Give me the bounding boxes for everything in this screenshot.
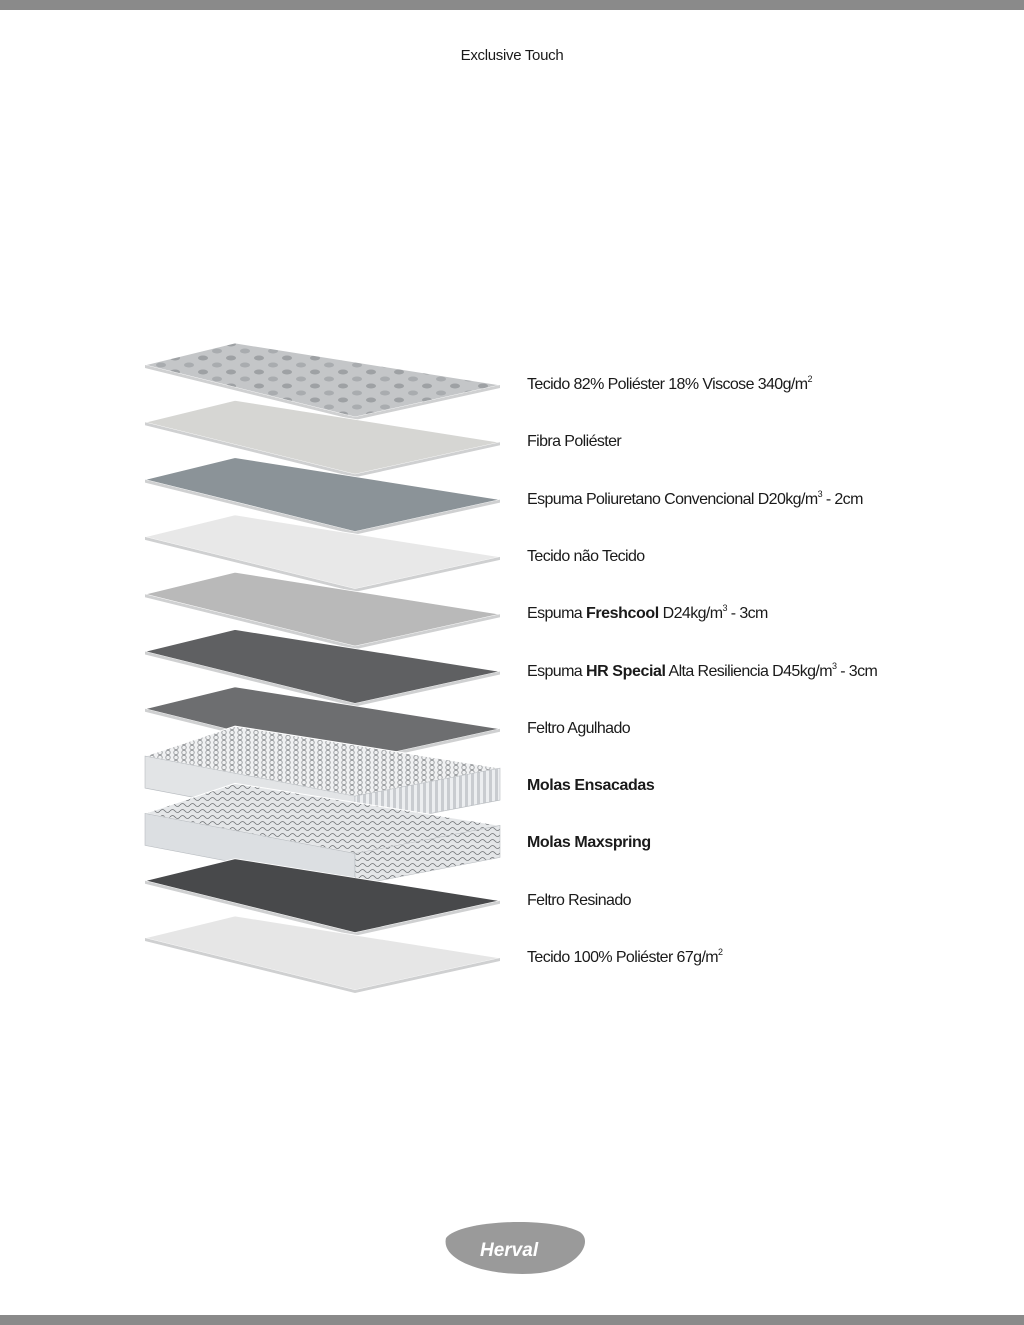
layer-label-post: - 3cm bbox=[726, 605, 769, 623]
layer-label-sup: 2 bbox=[807, 374, 812, 384]
layer-label-sup: 3 bbox=[722, 603, 728, 614]
bottom-frame-bar bbox=[0, 1315, 1024, 1325]
mattress-layers-illustration bbox=[143, 342, 501, 993]
layer-graphic-felt-sheet-10 bbox=[144, 858, 501, 936]
layer-label-11: Tecido 100% Poliéster 67g/m2 bbox=[527, 947, 723, 968]
layer-label-1: Tecido 82% Poliéster 18% Viscose 340g/m2 bbox=[527, 374, 813, 395]
layer-graphic-wire-springs-9 bbox=[143, 782, 501, 886]
layer-label-pre: Tecido não Tecido bbox=[527, 547, 645, 565]
layer-label-sup: 3 bbox=[817, 488, 823, 499]
layer-label-after: D24kg/m bbox=[658, 605, 723, 623]
layer-label-pre: Feltro Resinado bbox=[527, 891, 632, 909]
layer-graphic-foam-sheet-5 bbox=[144, 571, 501, 650]
layer-label-post: - 3cm bbox=[836, 662, 878, 680]
layer-label-sup: 3 bbox=[831, 660, 837, 671]
layer-label-9: Molas Maxspring bbox=[527, 833, 651, 853]
layer-graphic-foam-sheet-6 bbox=[144, 629, 501, 707]
layer-label-8: Molas Ensacadas bbox=[527, 776, 655, 796]
svg-text:Herval: Herval bbox=[480, 1240, 539, 1261]
layer-label-10: Feltro Resinado bbox=[527, 891, 632, 911]
layer-label-2: Fibra Poliéster bbox=[527, 432, 622, 452]
layer-label-pre: Tecido 100% Poliéster 67g/m bbox=[527, 949, 719, 966]
layer-label-pre: Espuma Poliuretano Convencional D20kg/m bbox=[527, 490, 818, 508]
layer-label-4: Tecido não Tecido bbox=[527, 547, 645, 567]
layer-graphic-fiber-sheet-2 bbox=[144, 399, 501, 478]
layer-label-bold: Freshcool bbox=[585, 605, 659, 623]
layer-graphic-quilted-fabric-1 bbox=[144, 342, 501, 420]
layer-label-3: Espuma Poliuretano Convencional D20kg/m3… bbox=[527, 488, 864, 510]
layer-label-pre: Feltro Agulhado bbox=[527, 719, 631, 737]
layer-label-7: Feltro Agulhado bbox=[527, 719, 631, 739]
layer-label-bold: HR Special bbox=[585, 662, 666, 680]
layer-label-pre: Espuma bbox=[527, 605, 586, 623]
layer-label-5: Espuma Freshcool D24kg/m3 - 3cm bbox=[527, 604, 768, 624]
top-frame-bar bbox=[0, 0, 1024, 10]
layer-label-post: - 2cm bbox=[821, 490, 864, 508]
layer-label-6: Espuma HR Special Alta Resiliencia D45kg… bbox=[527, 660, 878, 682]
layer-label-pre: Tecido 82% Poliéster 18% Viscose 340g/m bbox=[527, 376, 808, 393]
layer-label-pre: Fibra Poliéster bbox=[527, 433, 622, 451]
layer-label-sup: 2 bbox=[718, 947, 723, 957]
layer-label-after: Alta Resiliencia D45kg/m bbox=[665, 662, 833, 680]
layer-graphic-foam-sheet-3 bbox=[144, 457, 501, 535]
page-title: Exclusive Touch bbox=[460, 47, 564, 64]
herval-logo: Herval bbox=[445, 1221, 586, 1274]
layer-graphic-fabric-sheet-11 bbox=[144, 915, 501, 993]
layer-graphic-nonwoven-sheet-4 bbox=[144, 514, 501, 592]
layer-label-bold: Molas Maxspring bbox=[527, 834, 651, 852]
layer-label-pre: Espuma bbox=[527, 662, 586, 680]
layer-label-bold: Molas Ensacadas bbox=[527, 777, 655, 795]
